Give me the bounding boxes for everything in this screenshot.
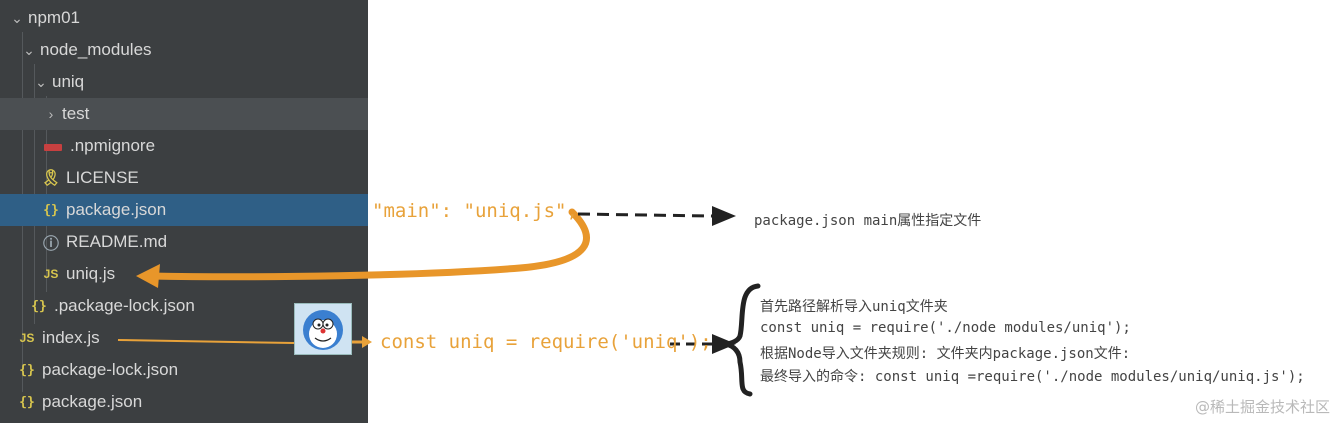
tree-item-package-json-selected[interactable]: {} package.json — [0, 194, 368, 226]
step-4-text: 最终导入的命令: const uniq =require('./node mod… — [760, 369, 1305, 385]
tree-item-label: test — [62, 104, 90, 123]
step-1-text: 首先路径解析导入uniq文件夹 — [760, 299, 948, 315]
tree-item-label: README.md — [66, 232, 168, 251]
require-code-annotation: const uniq = require('uniq'); — [380, 331, 712, 353]
tree-item-npm01[interactable]: ⌄ npm01 — [0, 2, 368, 34]
dashed-arrowhead-main — [712, 206, 736, 226]
tree-item-npmignore[interactable]: .npmignore — [0, 130, 368, 162]
tree-item-label: uniq — [52, 72, 85, 91]
curly-brace — [725, 283, 761, 397]
tree-item-uniq[interactable]: ⌄ uniq — [0, 66, 368, 98]
cartoon-avatar — [294, 303, 352, 355]
main-field-note: package.json main属性指定文件 — [754, 213, 982, 229]
tree-item-label: package.json — [42, 392, 143, 411]
tree-item-label: .package-lock.json — [54, 296, 195, 315]
orange-curve-arrow — [146, 208, 590, 281]
orange-curve-arrowhead — [136, 264, 160, 288]
json-file-icon: {} — [31, 298, 47, 314]
tree-item-label: package.json — [66, 200, 167, 219]
tree-item-readme[interactable]: ⓘ README.md — [0, 226, 368, 258]
license-icon: 🎗 — [40, 170, 62, 187]
json-file-icon: {} — [43, 202, 59, 218]
tree-item-license[interactable]: 🎗 LICENSE — [0, 162, 368, 194]
chevron-down-icon[interactable]: ⌄ — [35, 73, 47, 90]
js-file-icon: JS — [43, 267, 59, 281]
info-icon: ⓘ — [42, 236, 59, 253]
tree-item-package-json[interactable]: {} package.json — [0, 386, 368, 418]
tree-item-label: index.js — [42, 328, 100, 347]
project-explorer: ⌄ npm01 ⌄ node_modules ⌄ uniq › test .np… — [0, 0, 368, 423]
tree-item-package-lock-json[interactable]: {} package-lock.json — [0, 354, 368, 386]
chevron-down-icon[interactable]: ⌄ — [11, 9, 23, 26]
step-3-text: 根据Node导入文件夹规则: 文件夹内package.json文件: — [760, 346, 1131, 362]
tree-item-index-js[interactable]: JS index.js — [0, 322, 368, 354]
chevron-down-icon[interactable]: ⌄ — [23, 41, 35, 58]
avatar-arrowhead — [362, 336, 372, 348]
main-field-annotation: "main": "uniq.js", — [372, 200, 578, 222]
step-2-text: const uniq = require('./node modules/uni… — [760, 320, 1131, 336]
tree-item-label: node_modules — [40, 40, 152, 59]
npm-file-icon — [40, 139, 66, 154]
index-link-line — [117, 339, 295, 344]
tree-item-label: .npmignore — [70, 136, 156, 155]
tree-item-package-lock-hidden[interactable]: {} .package-lock.json — [0, 290, 368, 322]
tree-item-label: uniq.js — [66, 264, 116, 283]
tree-item-label: npm01 — [28, 8, 80, 27]
tree-item-label: LICENSE — [66, 168, 139, 187]
tree-item-test[interactable]: › test — [0, 98, 368, 130]
tree-item-label: package-lock.json — [42, 360, 179, 379]
watermark: @稀土掘金技术社区 — [1194, 398, 1330, 416]
dashed-arrow-main — [577, 212, 713, 218]
tree-item-uniq-js[interactable]: JS uniq.js — [0, 258, 368, 290]
json-file-icon: {} — [19, 362, 35, 378]
js-file-icon: JS — [19, 331, 35, 345]
dashed-arrowhead-require — [712, 334, 736, 354]
tree-item-node-modules[interactable]: ⌄ node_modules — [0, 34, 368, 66]
json-file-icon: {} — [19, 394, 35, 410]
chevron-right-icon[interactable]: › — [48, 106, 54, 122]
